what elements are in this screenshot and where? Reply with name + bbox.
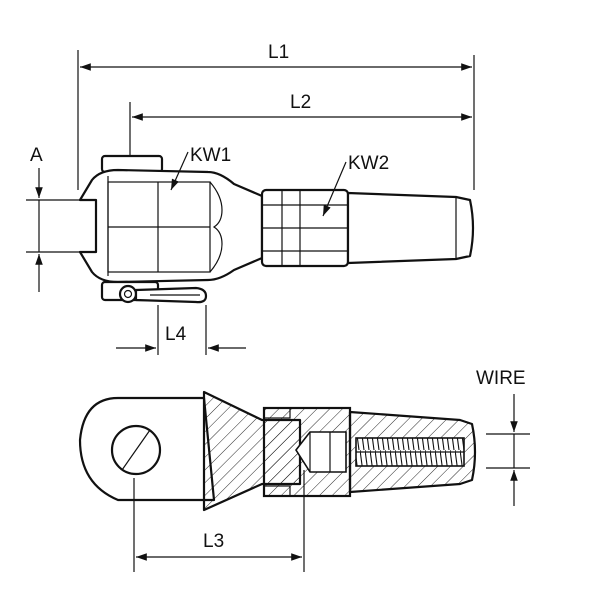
- dimension-l3: L3: [133, 470, 305, 572]
- top-view: L1 L2 A: [26, 42, 475, 355]
- label-l2: L2: [290, 92, 311, 113]
- nut-section: [262, 406, 352, 498]
- callout-kw1: KW1: [170, 145, 231, 191]
- sleeve-section: [348, 410, 477, 494]
- label-l3: L3: [203, 531, 224, 552]
- cotter-pin: [100, 280, 208, 304]
- label-l4: L4: [165, 324, 187, 345]
- section-view: WIRE L3: [78, 368, 530, 572]
- label-kw1: KW1: [190, 145, 231, 166]
- dimension-l2: L2: [129, 92, 472, 158]
- label-wire: WIRE: [476, 368, 526, 389]
- fork-jaw: [78, 154, 264, 284]
- dimension-l4: L4: [116, 305, 246, 355]
- dimension-l1: L1: [77, 42, 475, 190]
- dimension-wire: WIRE: [476, 368, 530, 506]
- label-kw2: KW2: [348, 153, 389, 174]
- label-a: A: [30, 145, 43, 166]
- hex-nut: [260, 188, 350, 268]
- label-l1: L1: [268, 42, 289, 63]
- tapered-sleeve: [346, 191, 475, 265]
- dimension-a: A: [26, 145, 92, 292]
- eye-plate: [78, 396, 216, 502]
- callout-kw2: KW2: [322, 153, 389, 217]
